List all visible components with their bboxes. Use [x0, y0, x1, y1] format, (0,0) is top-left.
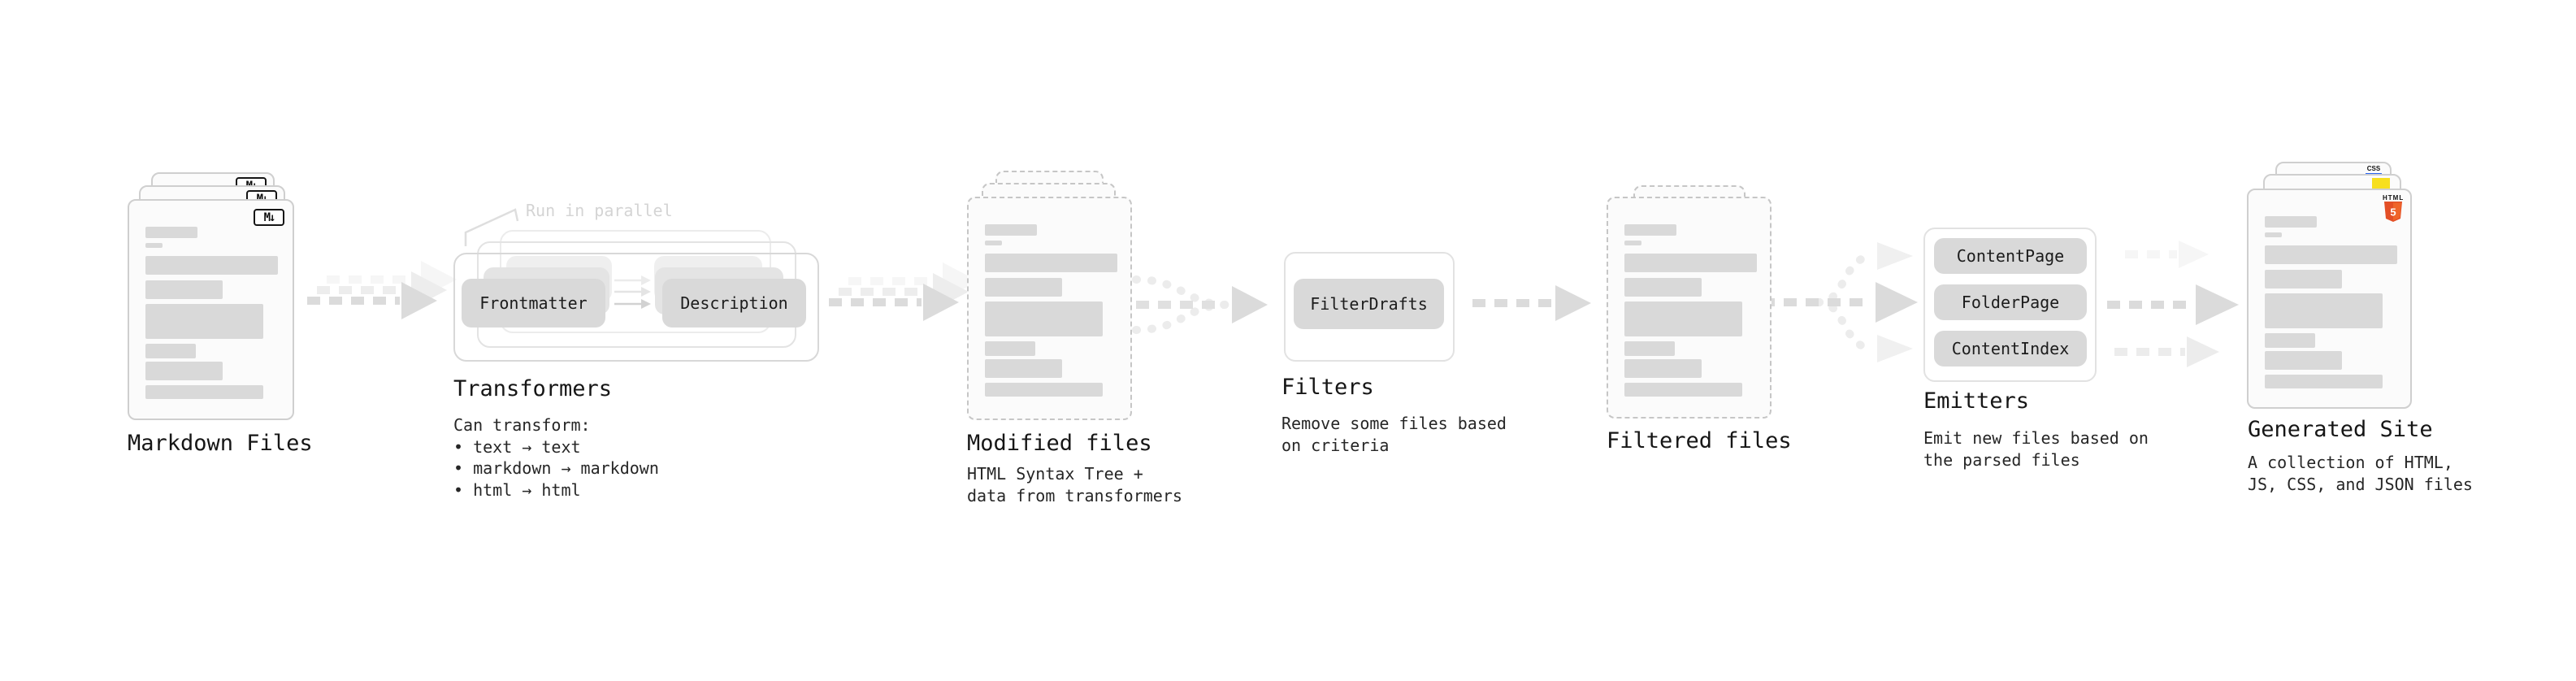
transformer-frontmatter-pill: Frontmatter — [462, 279, 605, 327]
arrows-emitters-to-site — [2107, 241, 2239, 367]
skeleton-bar — [145, 362, 223, 380]
skeleton-bar — [145, 385, 263, 399]
skeleton-bar — [2265, 232, 2282, 237]
generated-site-title: Generated Site — [2248, 417, 2433, 442]
emitters-title: Emitters — [1923, 388, 2030, 414]
skeleton-bar — [985, 301, 1103, 336]
skeleton-bar — [145, 280, 223, 299]
arrow-transformers-to-modified — [829, 262, 978, 321]
html5-icon-word: HTML — [2383, 194, 2405, 202]
skeleton-bar — [2265, 293, 2383, 328]
skeleton-bar — [1624, 224, 1676, 236]
skeleton-bar — [985, 224, 1037, 236]
arrow-merge-modified-to-filters — [1132, 275, 1268, 334]
run-in-parallel-note: Run in parallel — [526, 201, 673, 220]
modified-file-card-front — [967, 197, 1132, 420]
emitters-details: Emit new files based on the parsed files — [1923, 428, 2149, 470]
transformer-description-pill: Description — [662, 279, 806, 327]
skeleton-bar — [1624, 383, 1742, 397]
markdown-icon: M↓ — [254, 209, 284, 226]
modified-files-title: Modified files — [967, 431, 1152, 456]
generated-site-details: A collection of HTML, JS, CSS, and JSON … — [2248, 453, 2473, 494]
transformers-title: Transformers — [453, 376, 613, 401]
skeleton-bar — [1624, 359, 1702, 378]
skeleton-bar — [1624, 254, 1757, 272]
javascript-icon — [2372, 178, 2390, 189]
skeleton-bar — [985, 254, 1117, 272]
skeleton-bar — [145, 344, 196, 358]
skeleton-bar — [2265, 351, 2342, 370]
skeleton-bar — [985, 241, 1002, 245]
arrow-markdown-to-transformers — [307, 261, 457, 319]
html5-icon: HTML 5 — [2383, 194, 2404, 226]
modified-files-details: HTML Syntax Tree + data from transformer… — [967, 464, 1182, 505]
skeleton-bar — [1624, 301, 1742, 336]
emitter-folderpage-pill: FolderPage — [1934, 284, 2087, 320]
arrow-filters-to-filtered — [1472, 285, 1591, 321]
skeleton-bar — [1624, 278, 1702, 297]
skeleton-bar — [985, 383, 1103, 397]
skeleton-bar — [985, 278, 1062, 297]
skeleton-bar — [985, 359, 1062, 378]
skeleton-bar — [145, 256, 278, 275]
markdown-files-title: Markdown Files — [128, 431, 313, 456]
arrow-split-filtered-to-emitters — [1762, 242, 1918, 362]
skeleton-bar — [2265, 245, 2397, 264]
skeleton-bar — [2265, 270, 2342, 288]
emitter-contentpage-pill: ContentPage — [1934, 238, 2087, 274]
svg-text:5: 5 — [2390, 206, 2396, 219]
css-badge-label: CSS — [2366, 165, 2381, 172]
transformers-details: Can transform: • text → text • markdown … — [453, 415, 659, 500]
skeleton-bar — [2265, 216, 2317, 228]
filters-title: Filters — [1281, 375, 1374, 400]
filters-details: Remove some files based on criteria — [1281, 414, 1507, 455]
skeleton-bar — [1624, 341, 1675, 356]
skeleton-bar — [985, 341, 1035, 356]
transformer-frame-front — [453, 253, 819, 362]
markdown-file-card-front: M↓ — [128, 199, 294, 420]
skeleton-bar — [1624, 241, 1641, 245]
filtered-files-title: Filtered files — [1607, 428, 1792, 453]
skeleton-bar — [2265, 375, 2383, 388]
html5-shield: 5 — [2384, 202, 2402, 222]
site-file-card-front: HTML 5 — [2247, 189, 2412, 409]
skeleton-bar — [145, 304, 263, 339]
filter-drafts-pill: FilterDrafts — [1294, 279, 1444, 329]
skeleton-bar — [145, 243, 163, 248]
emitter-contentindex-pill: ContentIndex — [1934, 331, 2087, 367]
skeleton-bar — [145, 227, 197, 238]
skeleton-bar — [2265, 333, 2315, 348]
filtered-file-card-front — [1607, 197, 1772, 419]
